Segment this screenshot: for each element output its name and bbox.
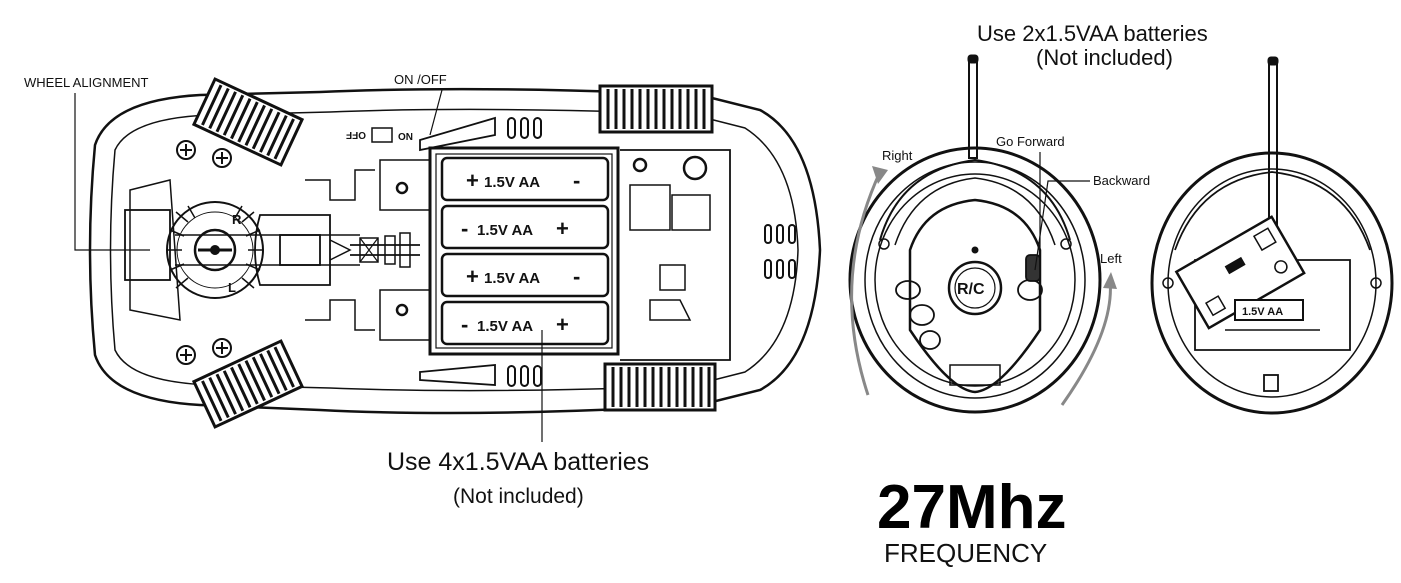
left-turn-arrow <box>1060 272 1117 406</box>
battery-3-label: 1.5V AA <box>484 270 540 287</box>
battery-4: - 1.5V AA + <box>440 300 610 346</box>
remote-back <box>1150 56 1394 415</box>
battery-3-plus: + <box>466 264 479 289</box>
battery-2-label: 1.5V AA <box>477 222 533 239</box>
dial-l-label: L <box>228 280 236 295</box>
frequency-label: FREQUENCY <box>884 538 1047 568</box>
battery-2: - 1.5V AA + <box>440 204 610 250</box>
remote-battery-note-sub: (Not included) <box>1036 45 1173 70</box>
left-label: Left <box>1100 251 1122 266</box>
right-turn-arrow <box>850 166 888 396</box>
rear-bottom-tire <box>603 362 717 412</box>
battery-2-minus: - <box>461 216 468 241</box>
dial-r-label: R <box>232 212 242 227</box>
steering-trim-dial <box>166 201 264 299</box>
remote-back-battery-label: 1.5V AA <box>1242 306 1283 318</box>
wheel-alignment-leader <box>74 93 150 251</box>
wheel-screws <box>176 140 232 365</box>
front-top-tire <box>191 77 305 167</box>
battery-4-minus: - <box>461 312 468 337</box>
frequency-value: 27Mhz <box>877 473 1066 542</box>
front-bottom-tire <box>191 339 305 429</box>
battery-4-label: 1.5V AA <box>477 318 533 335</box>
on-off-leader <box>429 89 443 136</box>
wheel-alignment-label: WHEEL ALIGNMENT <box>24 75 149 90</box>
remote-front <box>848 54 1102 414</box>
right-label: Right <box>882 148 913 163</box>
battery-compartment <box>428 146 620 356</box>
battery-1-minus: - <box>573 168 580 193</box>
battery-3: + 1.5V AA - <box>440 252 610 298</box>
battery-1: + 1.5V AA - <box>440 156 610 202</box>
car-chassis <box>88 87 822 415</box>
switch-on-text: ON <box>398 132 413 143</box>
battery-2-plus: + <box>556 216 569 241</box>
on-off-label: ON /OFF <box>394 72 447 87</box>
rear-top-tire <box>598 84 714 134</box>
remote-rc-logo: R/C <box>957 281 985 298</box>
forward-label: Go Forward <box>996 134 1065 149</box>
remote-battery-note: Use 2x1.5VAA batteries <box>977 21 1208 46</box>
backward-label: Backward <box>1093 173 1150 188</box>
remote-back-battery: 1.5V AA <box>1234 299 1304 321</box>
battery-1-label: 1.5V AA <box>484 174 540 191</box>
car-battery-note-sub: (Not included) <box>453 485 584 508</box>
backward-leader <box>1034 180 1090 271</box>
car-battery-note: Use 4x1.5VAA batteries <box>387 448 649 476</box>
battery-1-plus: + <box>466 168 479 193</box>
switch-off-text: OFF <box>346 129 366 140</box>
battery-3-minus: - <box>573 264 580 289</box>
battery-4-plus: + <box>556 312 569 337</box>
